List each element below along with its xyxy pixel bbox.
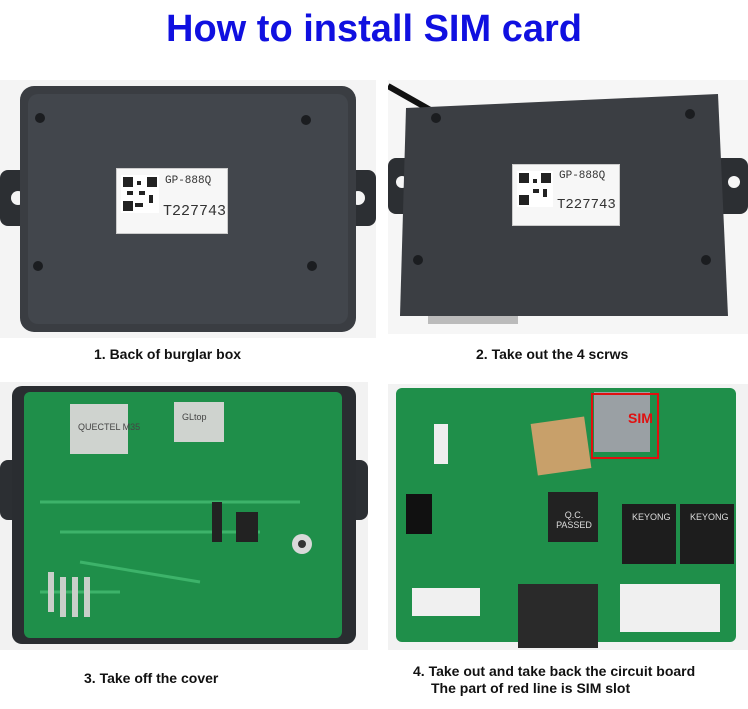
qc-passed-sticker: Q.C. PASSED	[556, 510, 592, 530]
device-serial: T227743	[163, 203, 227, 220]
pcb-in-case-image	[0, 386, 368, 644]
device-serial: T227743	[557, 197, 616, 213]
gsm-module-label: QUECTEL M35	[78, 422, 141, 432]
photo-back-of-box: GP-888Q T227743	[0, 80, 376, 338]
photo-remove-screws: GP-888Q T227743	[388, 80, 748, 334]
photo-cover-off: QUECTEL M35 GLtop	[0, 382, 368, 650]
step-4-caption-line2: The part of red line is SIM slot	[431, 680, 631, 696]
qr-code-icon	[121, 175, 159, 213]
step-2-caption: 2. Take out the 4 scrws	[476, 346, 629, 362]
sim-slot-outline	[591, 393, 659, 459]
relay-1-label: KEYONG	[632, 512, 671, 522]
sim-slot-label: SIM	[628, 410, 653, 426]
photo-circuit-board: SIM Q.C. PASSED KEYONG KEYONG	[388, 384, 748, 650]
relay-2-label: KEYONG	[690, 512, 729, 522]
step-1-caption: 1. Back of burglar box	[94, 346, 242, 362]
device-model: GP-888Q	[165, 175, 212, 187]
qr-code-icon	[517, 171, 553, 207]
step-4-caption: 4. Take out and take back the circuit bo…	[413, 663, 696, 679]
step-3-caption: 3. Take off the cover	[84, 670, 219, 686]
device-model: GP-888Q	[559, 170, 606, 182]
page-title: How to install SIM card	[166, 8, 582, 50]
device-label-sticker: GP-888Q T227743	[116, 168, 228, 234]
gps-module-label: GLtop	[182, 412, 207, 422]
circuit-board-image	[396, 388, 736, 648]
device-label-sticker-2: GP-888Q T227743	[512, 164, 620, 226]
